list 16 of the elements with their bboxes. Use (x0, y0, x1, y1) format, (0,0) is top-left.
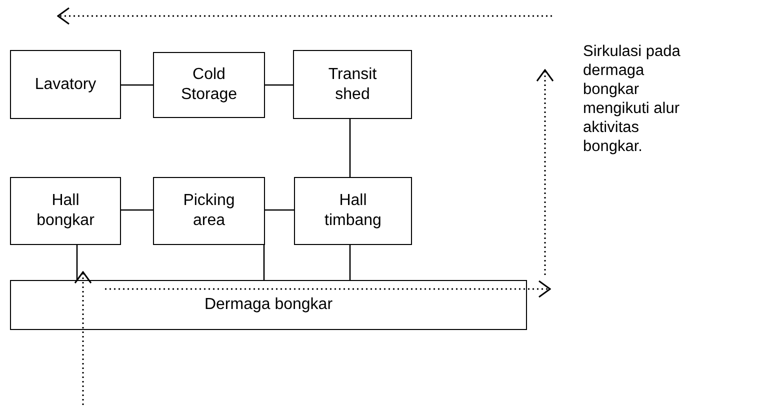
connector-line (76, 245, 78, 280)
connector-line (349, 245, 351, 280)
room-box: Lavatory (10, 50, 121, 119)
room-box: Hall timbang (294, 177, 412, 245)
room-box: Cold Storage (153, 52, 265, 118)
room-box: Transit shed (293, 50, 412, 119)
connector-line (263, 245, 265, 280)
connector-line (265, 84, 293, 86)
connector-line (349, 119, 351, 177)
connector-line (121, 84, 153, 86)
room-box: Picking area (153, 177, 265, 245)
room-box: Hall bongkar (10, 177, 121, 245)
note-text: Sirkulasi pada dermaga bongkar mengikuti alur aktivitas bongkar. (583, 42, 682, 156)
connector-line (265, 209, 294, 211)
connector-line (121, 209, 153, 211)
room-box: Dermaga bongkar (10, 280, 527, 330)
